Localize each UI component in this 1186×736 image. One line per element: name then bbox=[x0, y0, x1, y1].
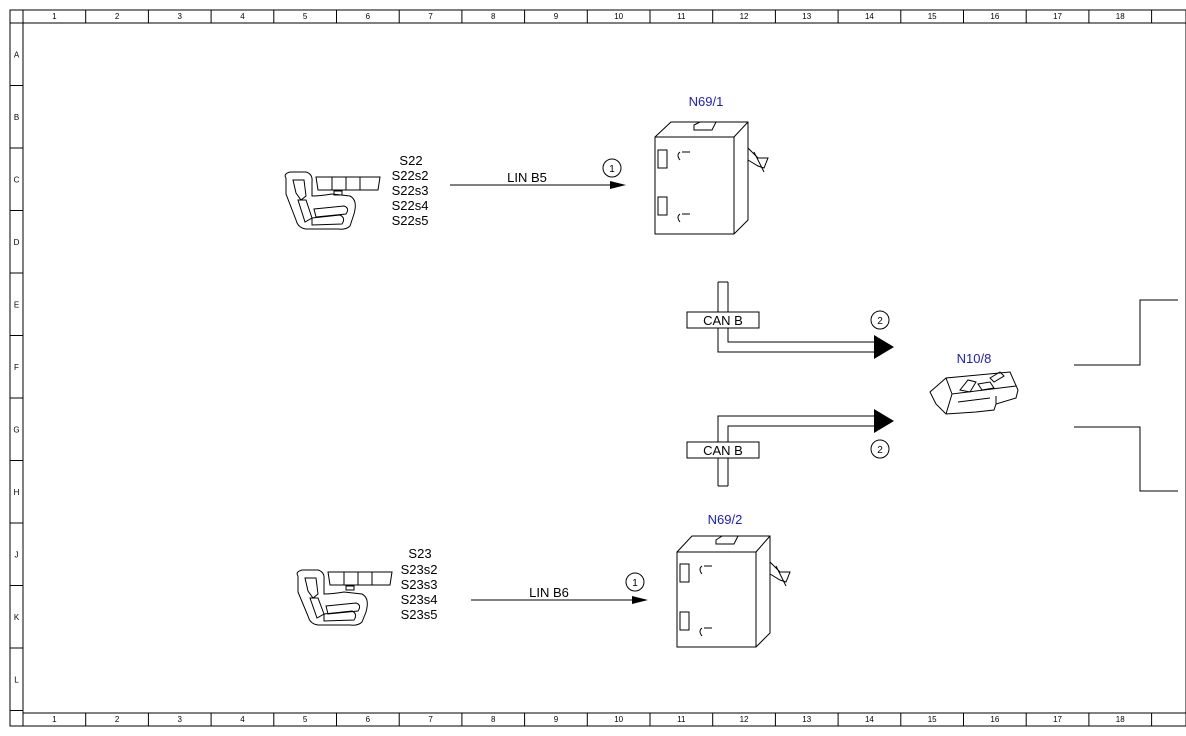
column-number: 2 bbox=[115, 12, 120, 21]
column-number: 4 bbox=[240, 715, 245, 724]
row-letter: J bbox=[15, 550, 19, 559]
svg-text:2: 2 bbox=[877, 445, 883, 456]
column-number: 9 bbox=[554, 715, 559, 724]
column-number: 1 bbox=[52, 715, 57, 724]
module-label-lower: N69/2 bbox=[708, 512, 743, 527]
column-number: 17 bbox=[1053, 12, 1062, 21]
lin-line-lower bbox=[471, 596, 648, 604]
row-letter: K bbox=[14, 613, 20, 622]
column-number: 3 bbox=[178, 12, 183, 21]
switch-label-upper-3: S22s4 bbox=[392, 198, 429, 213]
column-number: 10 bbox=[614, 715, 623, 724]
lin-line-upper bbox=[450, 181, 626, 189]
column-number: 14 bbox=[865, 12, 874, 21]
module-label-upper: N69/1 bbox=[689, 94, 724, 109]
column-number: 7 bbox=[428, 715, 433, 724]
module-label-right: N10/8 bbox=[957, 351, 992, 366]
column-number: 15 bbox=[928, 12, 937, 21]
seat-switch-upper[interactable] bbox=[284, 171, 381, 230]
lin-label-lower: LIN B6 bbox=[529, 585, 569, 600]
can-box-upper bbox=[686, 311, 760, 329]
callout-upper-lin: 1 bbox=[602, 158, 622, 178]
callout-upper-can: 2 bbox=[870, 310, 890, 330]
module-upper[interactable] bbox=[654, 121, 769, 235]
column-number: 8 bbox=[491, 12, 496, 21]
column-number: 6 bbox=[366, 715, 371, 724]
column-number: 8 bbox=[491, 715, 496, 724]
lin-label-upper: LIN B5 bbox=[507, 170, 547, 185]
switch-label-lower-0: S23 bbox=[408, 546, 431, 561]
module-lower[interactable] bbox=[676, 535, 791, 648]
switch-label-lower-2: S23s3 bbox=[401, 577, 438, 592]
column-number: 13 bbox=[802, 715, 811, 724]
row-letter: E bbox=[14, 300, 19, 309]
column-number: 5 bbox=[303, 12, 308, 21]
switch-label-upper-4: S22s5 bbox=[392, 213, 429, 228]
column-number: 12 bbox=[740, 12, 749, 21]
switch-label-lower-3: S23s4 bbox=[401, 592, 438, 607]
switch-label-lower-4: S23s5 bbox=[401, 607, 438, 622]
callout-lower-lin: 1 bbox=[625, 572, 645, 592]
column-number: 17 bbox=[1053, 715, 1062, 724]
switch-label-upper-2: S22s3 bbox=[392, 183, 429, 198]
row-letter: L bbox=[14, 675, 19, 684]
switch-label-upper-1: S22s2 bbox=[392, 168, 429, 183]
column-number: 5 bbox=[303, 715, 308, 724]
switch-label-upper-0: S22 bbox=[399, 153, 422, 168]
svg-text:2: 2 bbox=[877, 316, 883, 327]
row-letter: A bbox=[14, 50, 20, 59]
column-number: 14 bbox=[865, 715, 874, 724]
switch-label-lower-1: S23s2 bbox=[401, 562, 438, 577]
column-number: 2 bbox=[115, 715, 120, 724]
row-letter: C bbox=[14, 175, 20, 184]
column-number: 15 bbox=[928, 715, 937, 724]
can-line-upper bbox=[717, 281, 894, 359]
column-number: 10 bbox=[614, 12, 623, 21]
column-number: 3 bbox=[178, 715, 183, 724]
callout-lower-can: 2 bbox=[870, 439, 890, 459]
seat-switch-lower[interactable] bbox=[296, 569, 393, 626]
column-number: 16 bbox=[990, 715, 999, 724]
row-ruler: A B C D E F G H J K L bbox=[10, 22, 23, 711]
can-box-lower bbox=[686, 441, 760, 459]
column-number: 13 bbox=[802, 12, 811, 21]
can-label-upper: CAN B bbox=[703, 313, 743, 328]
column-number: 1 bbox=[52, 12, 57, 21]
column-number: 16 bbox=[990, 12, 999, 21]
can-label-lower: CAN B bbox=[703, 443, 743, 458]
module-right[interactable] bbox=[929, 371, 1019, 415]
column-number: 9 bbox=[554, 12, 559, 21]
row-letter: D bbox=[14, 238, 20, 247]
row-letter: B bbox=[14, 113, 19, 122]
column-number: 11 bbox=[677, 715, 686, 724]
column-number: 18 bbox=[1116, 715, 1125, 724]
column-number: 12 bbox=[740, 715, 749, 724]
diagram-frame bbox=[9, 9, 1186, 727]
column-number: 11 bbox=[677, 12, 686, 21]
column-number: 6 bbox=[366, 12, 371, 21]
column-number: 18 bbox=[1116, 12, 1125, 21]
column-number: 7 bbox=[428, 12, 433, 21]
row-letter: G bbox=[13, 425, 19, 434]
right-output-lines bbox=[1074, 299, 1178, 492]
column-number: 4 bbox=[240, 12, 245, 21]
row-letter: F bbox=[14, 363, 19, 372]
row-letter: H bbox=[14, 488, 20, 497]
svg-text:1: 1 bbox=[609, 164, 615, 175]
can-line-lower bbox=[717, 409, 894, 487]
svg-text:1: 1 bbox=[632, 578, 638, 589]
